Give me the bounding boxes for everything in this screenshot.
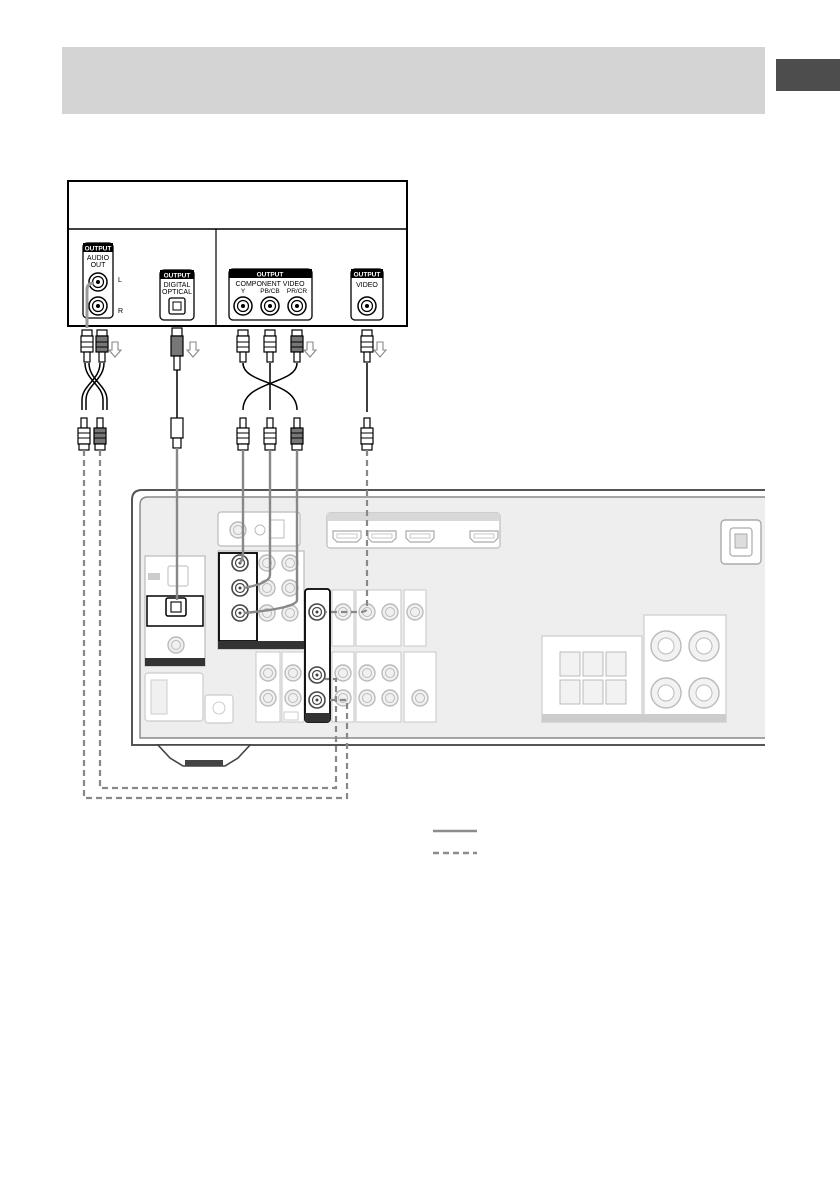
receiver-rear-panel <box>131 489 765 767</box>
cable-plugs-top <box>80 281 387 371</box>
composite-video-block: OUTPUT VIDEO <box>350 268 384 321</box>
dashed-cables <box>82 450 369 800</box>
speaker-terminal-icon <box>541 614 727 723</box>
digital-optical-block: OUTPUT DIGITAL OPTICAL <box>159 269 195 321</box>
signal-arrow-icon <box>373 341 387 358</box>
signal-arrow-icon <box>186 341 200 358</box>
optical-label-1: DIGITAL <box>164 282 191 289</box>
hdmi-port-icon <box>367 530 397 543</box>
chapter-side-tab <box>776 59 840 91</box>
audio-out-label-1: AUDIO <box>87 255 110 262</box>
hdmi-port-icon <box>469 530 499 543</box>
component-y-label: Y <box>241 288 246 295</box>
component-pr-label: PR/CR <box>287 288 308 295</box>
signal-arrow-icon <box>108 341 122 358</box>
audio-right-label: R <box>118 308 123 315</box>
legend <box>433 829 477 855</box>
optical-output-badge: OUTPUT <box>164 273 191 280</box>
component-video-block: OUTPUT COMPONENT VIDEO Y PB/CB PR/CR <box>228 268 313 321</box>
hdmi-port-icon <box>332 530 362 543</box>
section-header-band <box>62 47 765 114</box>
audio-output-badge: OUTPUT <box>85 246 112 253</box>
audio-left-label: L <box>118 277 122 284</box>
solid-cables <box>175 448 299 615</box>
video-label: VIDEO <box>356 282 378 289</box>
component-video-label: COMPONENT VIDEO <box>235 281 305 288</box>
cable-plugs-middle <box>77 417 374 451</box>
component-output-badge: OUTPUT <box>257 272 284 279</box>
audio-out-label-2: OUT <box>91 262 107 269</box>
cable-wires-upper <box>81 362 368 418</box>
signal-arrow-icon <box>303 341 317 358</box>
video-output-badge: OUTPUT <box>354 272 381 279</box>
audio-out-block: OUTPUT AUDIO OUT L R <box>82 242 123 319</box>
optical-label-2: OPTICAL <box>162 289 192 296</box>
component-pb-label: PB/CB <box>260 288 280 295</box>
hdmi-port-icon <box>405 530 435 543</box>
